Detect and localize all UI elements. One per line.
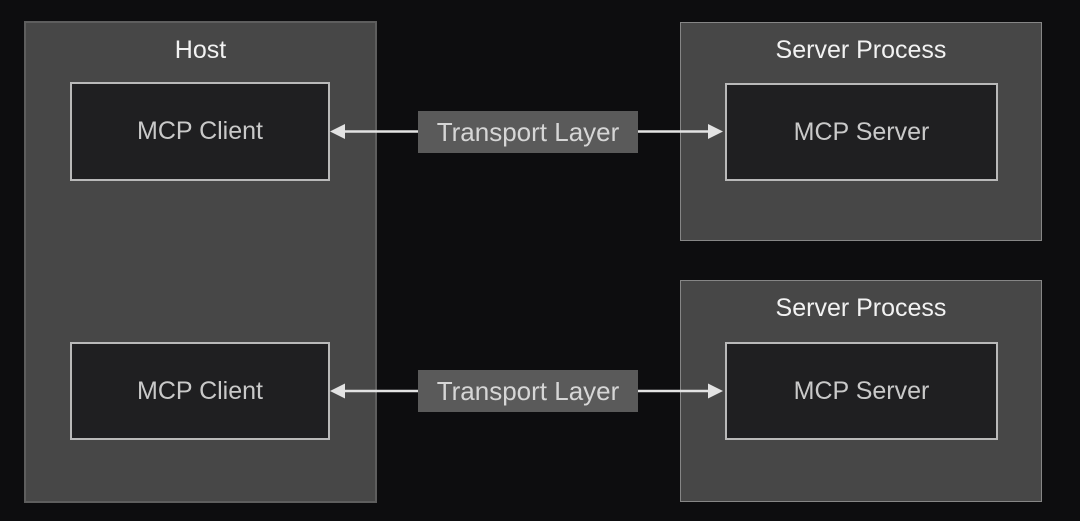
- mcp-server-node-1: MCP Server: [725, 83, 998, 181]
- host-title: Host: [174, 36, 227, 64]
- transport-layer-text-1: Transport Layer: [436, 116, 620, 147]
- mcp-client-label-2: MCP Client: [137, 376, 263, 405]
- transport-layer-label-1: Transport Layer: [418, 111, 638, 153]
- server-process-title-2: Server Process: [775, 294, 947, 322]
- mcp-client-node-2: MCP Client: [70, 342, 330, 440]
- transport-layer-label-2: Transport Layer: [418, 370, 638, 412]
- mcp-server-label-2: MCP Server: [793, 376, 930, 405]
- mcp-client-label-1: MCP Client: [137, 117, 263, 145]
- transport-layer-text-2: Transport Layer: [436, 375, 620, 406]
- mcp-server-label-1: MCP Server: [793, 117, 930, 146]
- mcp-client-node-1: MCP Client: [70, 82, 330, 181]
- mcp-server-node-2: MCP Server: [725, 342, 998, 440]
- server-process-title-1: Server Process: [775, 36, 947, 64]
